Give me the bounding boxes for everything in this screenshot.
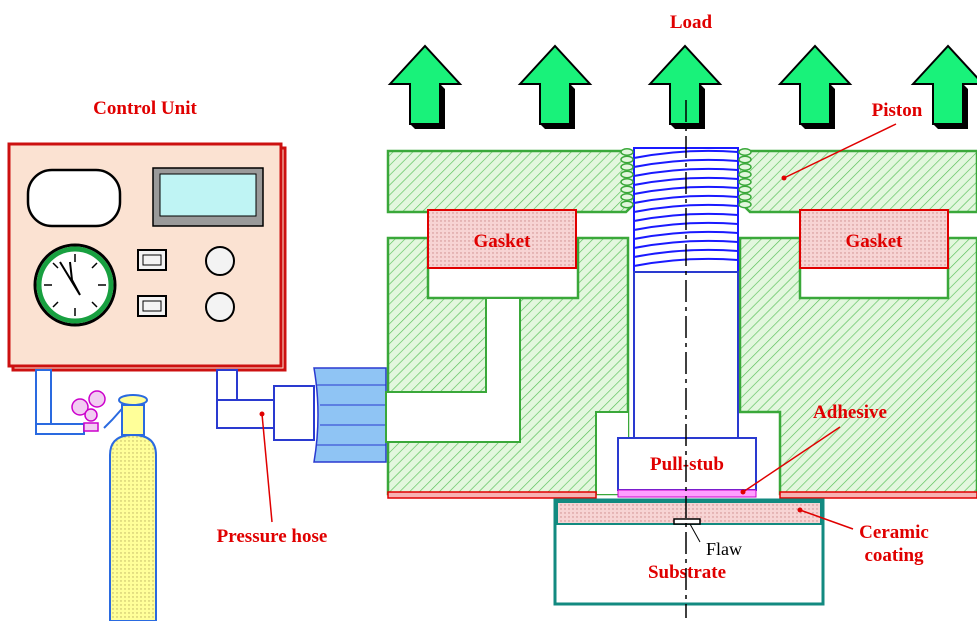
pressure-gauge xyxy=(33,243,117,327)
adhesive-layer xyxy=(617,489,757,498)
knob-2 xyxy=(205,292,235,322)
load-arrow-4 xyxy=(779,45,851,130)
pull-stub-label: Pull-stub xyxy=(650,454,724,475)
thread-engagement xyxy=(738,155,752,164)
load-arrow-2 xyxy=(519,45,591,130)
gas-cylinder xyxy=(109,433,157,621)
display-window xyxy=(26,168,122,228)
knob-1 xyxy=(205,246,235,276)
ceramic-coating-label-1: Ceramic xyxy=(859,522,929,543)
thread-engagement xyxy=(620,185,634,194)
thread-engagement xyxy=(738,193,752,201)
pull-tester-body xyxy=(385,236,977,499)
load-label: Load xyxy=(670,12,713,33)
thread-engagement xyxy=(620,178,634,186)
seal-strip-left xyxy=(387,491,597,499)
seal-strip-right xyxy=(779,491,977,499)
thread-turn xyxy=(633,158,739,168)
adhesive-label: Adhesive xyxy=(813,402,887,423)
thread-engagement xyxy=(620,170,634,179)
thread-engagement xyxy=(620,193,634,201)
thread-engagement xyxy=(620,163,634,171)
gasket-right xyxy=(799,209,949,269)
gas-supply xyxy=(35,369,157,621)
thread-engagement xyxy=(738,148,752,156)
flaw-label: Flaw xyxy=(706,539,742,559)
thread-engagement xyxy=(738,170,752,179)
air-channel xyxy=(385,297,521,443)
gasket-left xyxy=(427,209,577,269)
load-arrow-1 xyxy=(389,45,461,130)
load-arrow-5 xyxy=(912,45,977,130)
thread-turn xyxy=(633,194,739,204)
lcd-screen xyxy=(159,173,257,217)
thread-turn xyxy=(633,230,739,240)
thread-engagement xyxy=(738,200,752,209)
thread-engagement xyxy=(738,185,752,194)
gasket-right-label: Gasket xyxy=(846,231,904,252)
substrate-label: Substrate xyxy=(648,562,726,583)
ceramic-coating-label-2: coating xyxy=(864,545,924,566)
pressure-hose xyxy=(216,367,387,463)
thread-turn xyxy=(633,203,739,213)
switch-2 xyxy=(137,295,167,317)
thread-engagement xyxy=(620,155,634,164)
piston-label: Piston xyxy=(872,100,923,121)
thread-turn xyxy=(633,167,739,177)
control-unit xyxy=(7,142,287,372)
switch-1 xyxy=(137,249,167,271)
regulator-icon xyxy=(71,390,106,432)
flaw xyxy=(673,518,701,525)
thread-turn xyxy=(633,239,739,249)
thread-engagement xyxy=(620,200,634,209)
pressure-hose-label: Pressure hose xyxy=(217,526,328,547)
thread-engagement xyxy=(738,178,752,186)
hose-connector xyxy=(313,367,387,463)
load-arrow-3 xyxy=(649,45,721,130)
control-unit-label: Control Unit xyxy=(93,98,197,119)
gasket-left-label: Gasket xyxy=(474,231,532,252)
thread-engagement xyxy=(738,163,752,171)
thread-engagement xyxy=(620,148,634,156)
